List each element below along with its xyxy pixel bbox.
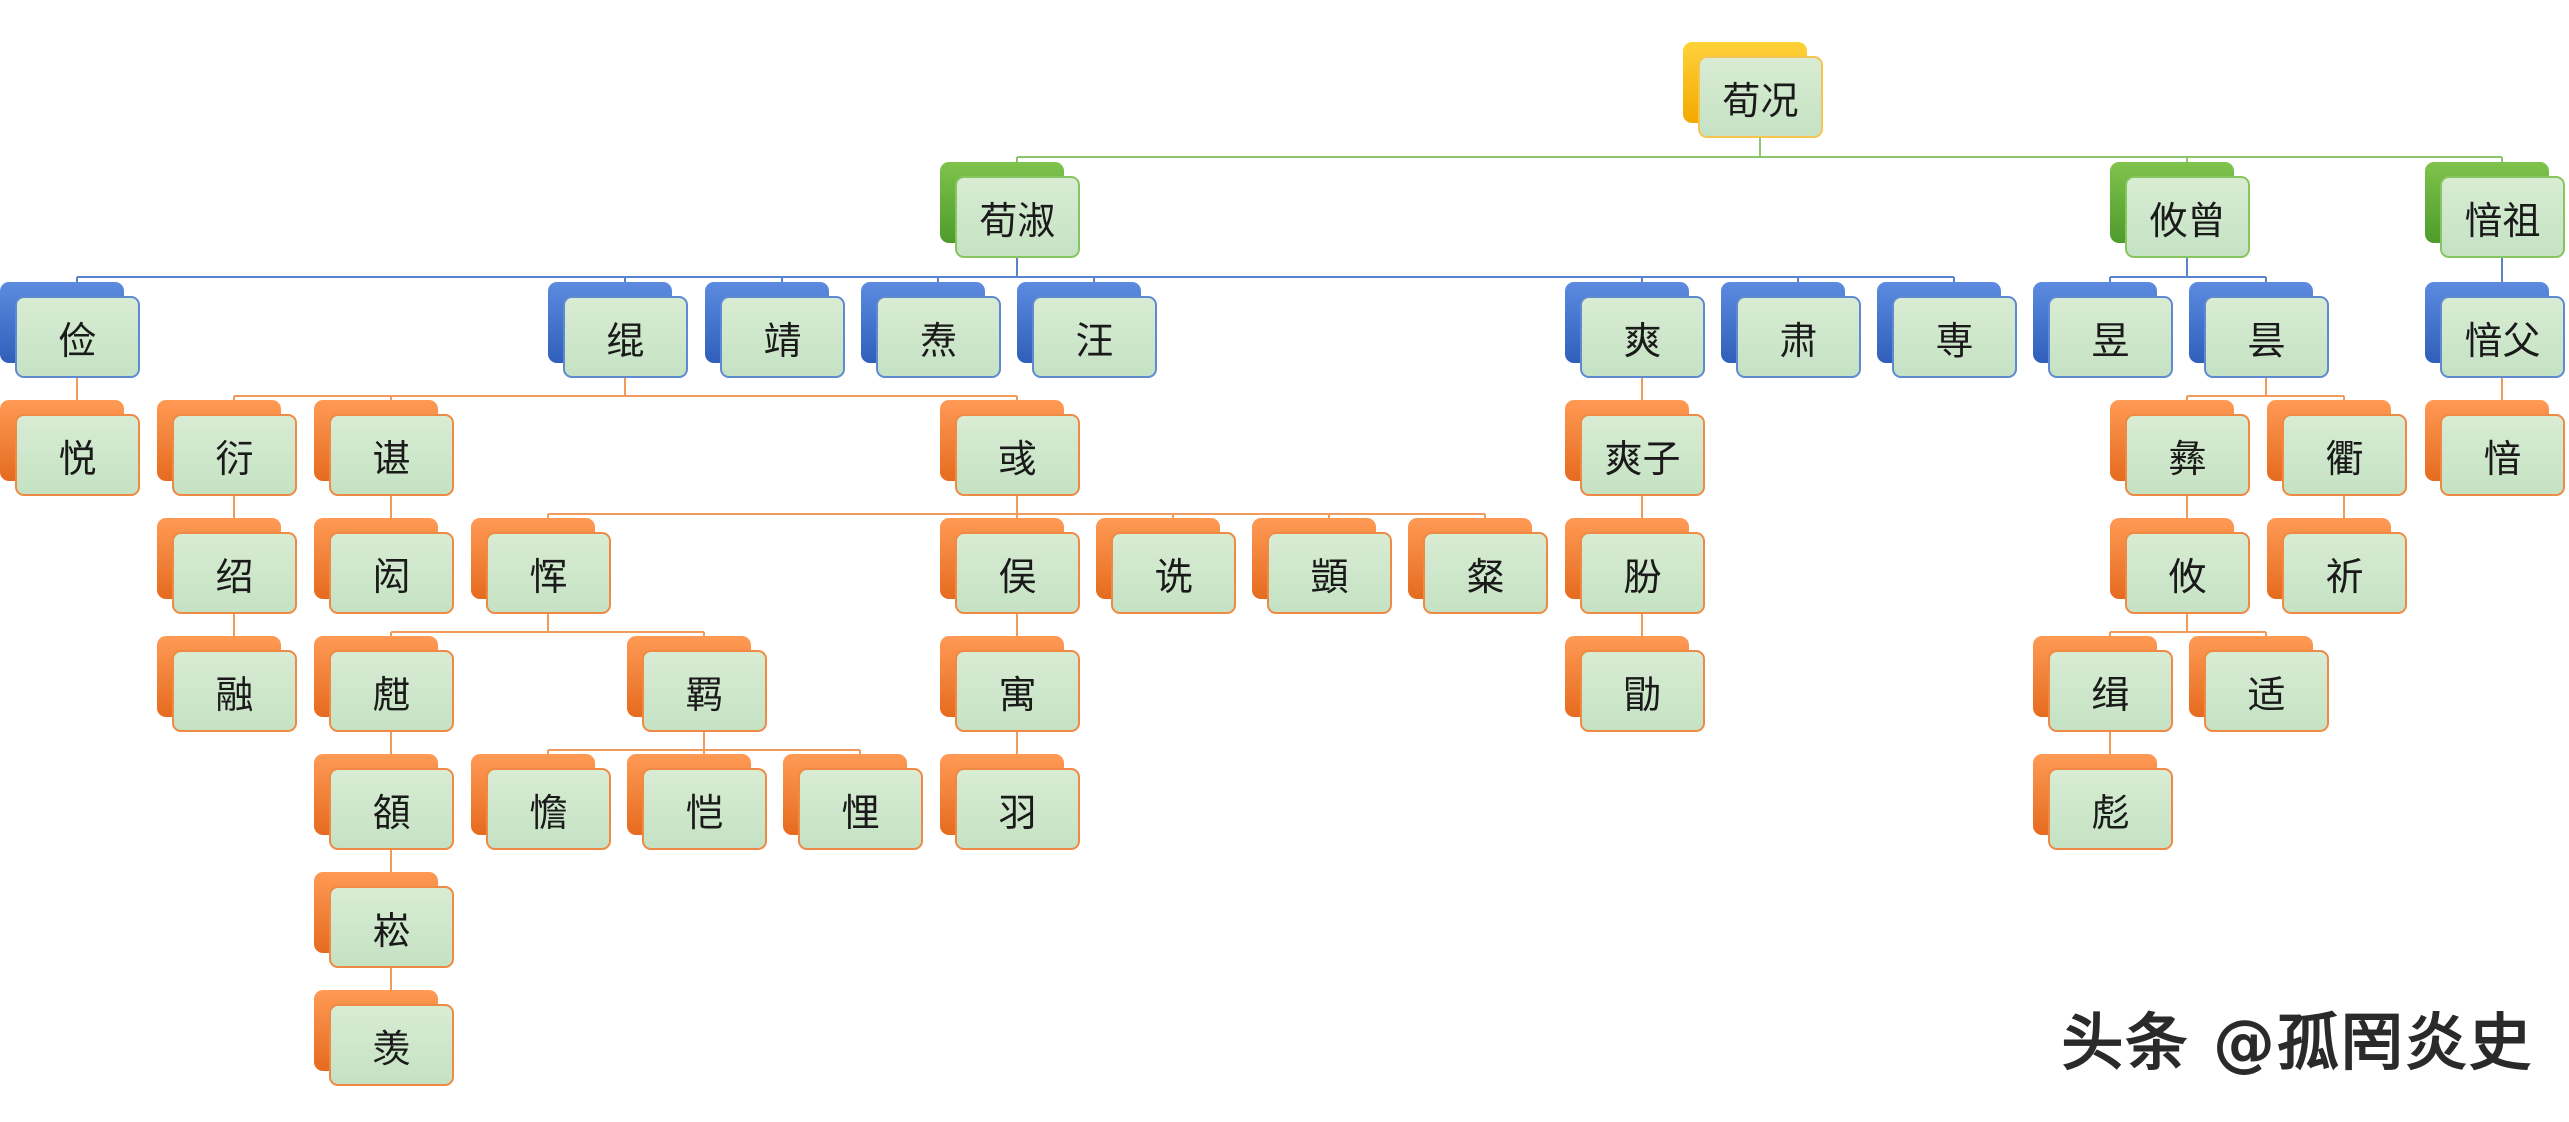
tree-node: 顗 [1252,518,1392,614]
tree-node: 羡 [314,990,454,1086]
node-label: 绲 [563,296,688,378]
tree-node: 适 [2189,636,2329,732]
tree-node: 悝 [783,754,923,850]
tree-node: 焘 [861,282,1001,378]
tree-node: 憺 [471,754,611,850]
tree-node: 诜 [1096,518,1236,614]
node-label: 崧 [329,886,454,968]
tree-node: 彝 [2110,400,2250,496]
tree-node: 専 [1877,282,2017,378]
tree-node: 昱 [2033,282,2173,378]
tree-node: 羽 [940,754,1080,850]
tree-node: 昙 [2189,282,2329,378]
tree-node: 爽子 [1565,400,1705,496]
node-label: 愔祖 [2440,176,2565,258]
node-label: 绍 [172,532,297,614]
tree-node: 荀况 [1683,42,1823,138]
tree-node: 闳 [314,518,454,614]
node-label: 彝 [2125,414,2250,496]
node-label: 祈 [2282,532,2407,614]
tree-node: 缉 [2033,636,2173,732]
tree-node: 粲 [1408,518,1548,614]
node-label: 诜 [1111,532,1236,614]
node-label: 粲 [1423,532,1548,614]
node-label: 彧 [955,414,1080,496]
tree-node: 頟 [314,754,454,850]
tree-node: 靖 [705,282,845,378]
tree-node: 谌 [314,400,454,496]
tree-node: 俭 [0,282,140,378]
tree-node: 彧 [940,400,1080,496]
tree-node: 俣 [940,518,1080,614]
tree-node: 愔父 [2425,282,2565,378]
tree-node: 愔 [2425,400,2565,496]
node-label: 靖 [720,296,845,378]
node-label: 闳 [329,532,454,614]
tree-node: 攸 [2110,518,2250,614]
tree-node: 肦 [1565,518,1705,614]
node-label: 寓 [955,650,1080,732]
tree-node: 汪 [1017,282,1157,378]
tree-node: 衍 [157,400,297,496]
node-label: 缉 [2048,650,2173,732]
tree-node: 悦 [0,400,140,496]
tree-node: 寓 [940,636,1080,732]
node-label: 爽 [1580,296,1705,378]
node-label: 衢 [2282,414,2407,496]
node-label: 勖 [1580,650,1705,732]
node-label: 昱 [2048,296,2173,378]
node-label: 肦 [1580,532,1705,614]
tree-node: 攸曾 [2110,162,2250,258]
node-label: 愔 [2440,414,2565,496]
tree-node: 肃 [1721,282,1861,378]
node-label: 荀况 [1698,56,1823,138]
node-label: 谌 [329,414,454,496]
node-label: 羁 [642,650,767,732]
node-label: 融 [172,650,297,732]
node-label: 俭 [15,296,140,378]
node-label: 愔父 [2440,296,2565,378]
node-label: 甝 [329,650,454,732]
node-label: 顗 [1267,532,1392,614]
node-label: 焘 [876,296,1001,378]
node-label: 悝 [798,768,923,850]
tree-node: 荀淑 [940,162,1080,258]
tree-node: 崧 [314,872,454,968]
tree-node: 愔祖 [2425,162,2565,258]
tree-node: 恽 [471,518,611,614]
node-label: 爽子 [1580,414,1705,496]
tree-node: 勖 [1565,636,1705,732]
tree-node: 绍 [157,518,297,614]
tree-node: 绲 [548,282,688,378]
node-label: 羽 [955,768,1080,850]
node-label: 彪 [2048,768,2173,850]
node-label: 俣 [955,532,1080,614]
watermark-text: 头条 @孤罔炎史 [2061,1006,2533,1079]
node-label: 荀淑 [955,176,1080,258]
node-label: 攸 [2125,532,2250,614]
node-label: 汪 [1032,296,1157,378]
node-label: 羡 [329,1004,454,1086]
node-label: 恽 [486,532,611,614]
node-label: 頟 [329,768,454,850]
tree-node: 爽 [1565,282,1705,378]
node-label: 専 [1892,296,2017,378]
node-label: 适 [2204,650,2329,732]
node-label: 衍 [172,414,297,496]
node-label: 肃 [1736,296,1861,378]
node-label: 昙 [2204,296,2329,378]
node-label: 憺 [486,768,611,850]
tree-node: 羁 [627,636,767,732]
node-label: 恺 [642,768,767,850]
tree-node: 祈 [2267,518,2407,614]
tree-node: 衢 [2267,400,2407,496]
tree-node: 甝 [314,636,454,732]
tree-node: 融 [157,636,297,732]
tree-node: 恺 [627,754,767,850]
node-label: 攸曾 [2125,176,2250,258]
tree-node: 彪 [2033,754,2173,850]
node-label: 悦 [15,414,140,496]
